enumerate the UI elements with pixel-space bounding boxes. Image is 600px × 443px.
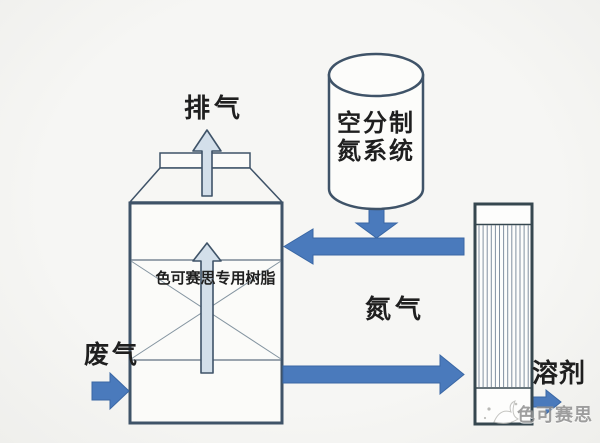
flow-pipes: [91, 200, 562, 416]
exhaust-label: 排气: [184, 94, 245, 124]
watermark-text: 色可赛思: [517, 405, 593, 426]
cylinder-body: [327, 73, 425, 211]
adsorber-tower: [128, 129, 284, 425]
solvent-outlet-arrow-icon: [532, 388, 562, 416]
nitrogen-generator: [327, 52, 425, 211]
column-packing-hatch: [478, 225, 529, 387]
nitrogen-to-tower-arrow-icon: [283, 228, 465, 265]
nitrogen-system-label: 空分制 氮系统: [329, 109, 423, 165]
cylinder-top: [327, 52, 425, 98]
solvent-label: 溶剂: [532, 359, 587, 389]
internal-upflow-arrow-icon: [192, 242, 222, 374]
nitrogen-system-label-line2: 氮系统: [337, 137, 415, 165]
resin-label: 色可赛思专用树脂: [155, 269, 276, 287]
solvent-recovery-column: [473, 202, 534, 426]
nitrogen-system-label-line1: 空分制: [337, 109, 415, 137]
waste-gas-inlet-arrow-icon: [91, 371, 130, 411]
waste-gas-label: 废气: [84, 340, 141, 369]
nitrogen-out-arrow-icon: [282, 353, 465, 396]
nitrogen-label: 氮气: [365, 295, 426, 325]
exhaust-up-arrow-icon: [192, 129, 222, 197]
watermark-bird-icon: [483, 400, 520, 424]
